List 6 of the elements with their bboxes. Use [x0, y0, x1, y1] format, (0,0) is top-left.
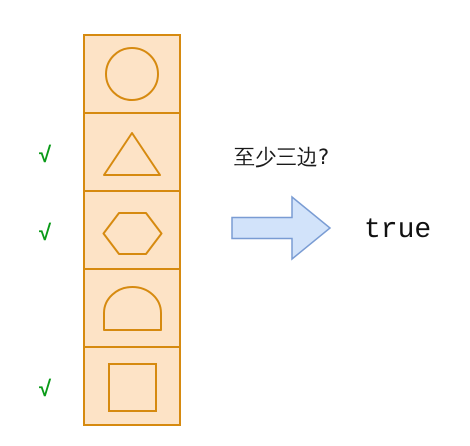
block-arrow [231, 195, 332, 261]
edge-label: 至少三边? [234, 145, 330, 170]
check-mark: √ [39, 378, 52, 400]
check-mark: √ [39, 144, 52, 166]
result-text: true [364, 217, 432, 245]
check-mark: √ [39, 222, 52, 244]
